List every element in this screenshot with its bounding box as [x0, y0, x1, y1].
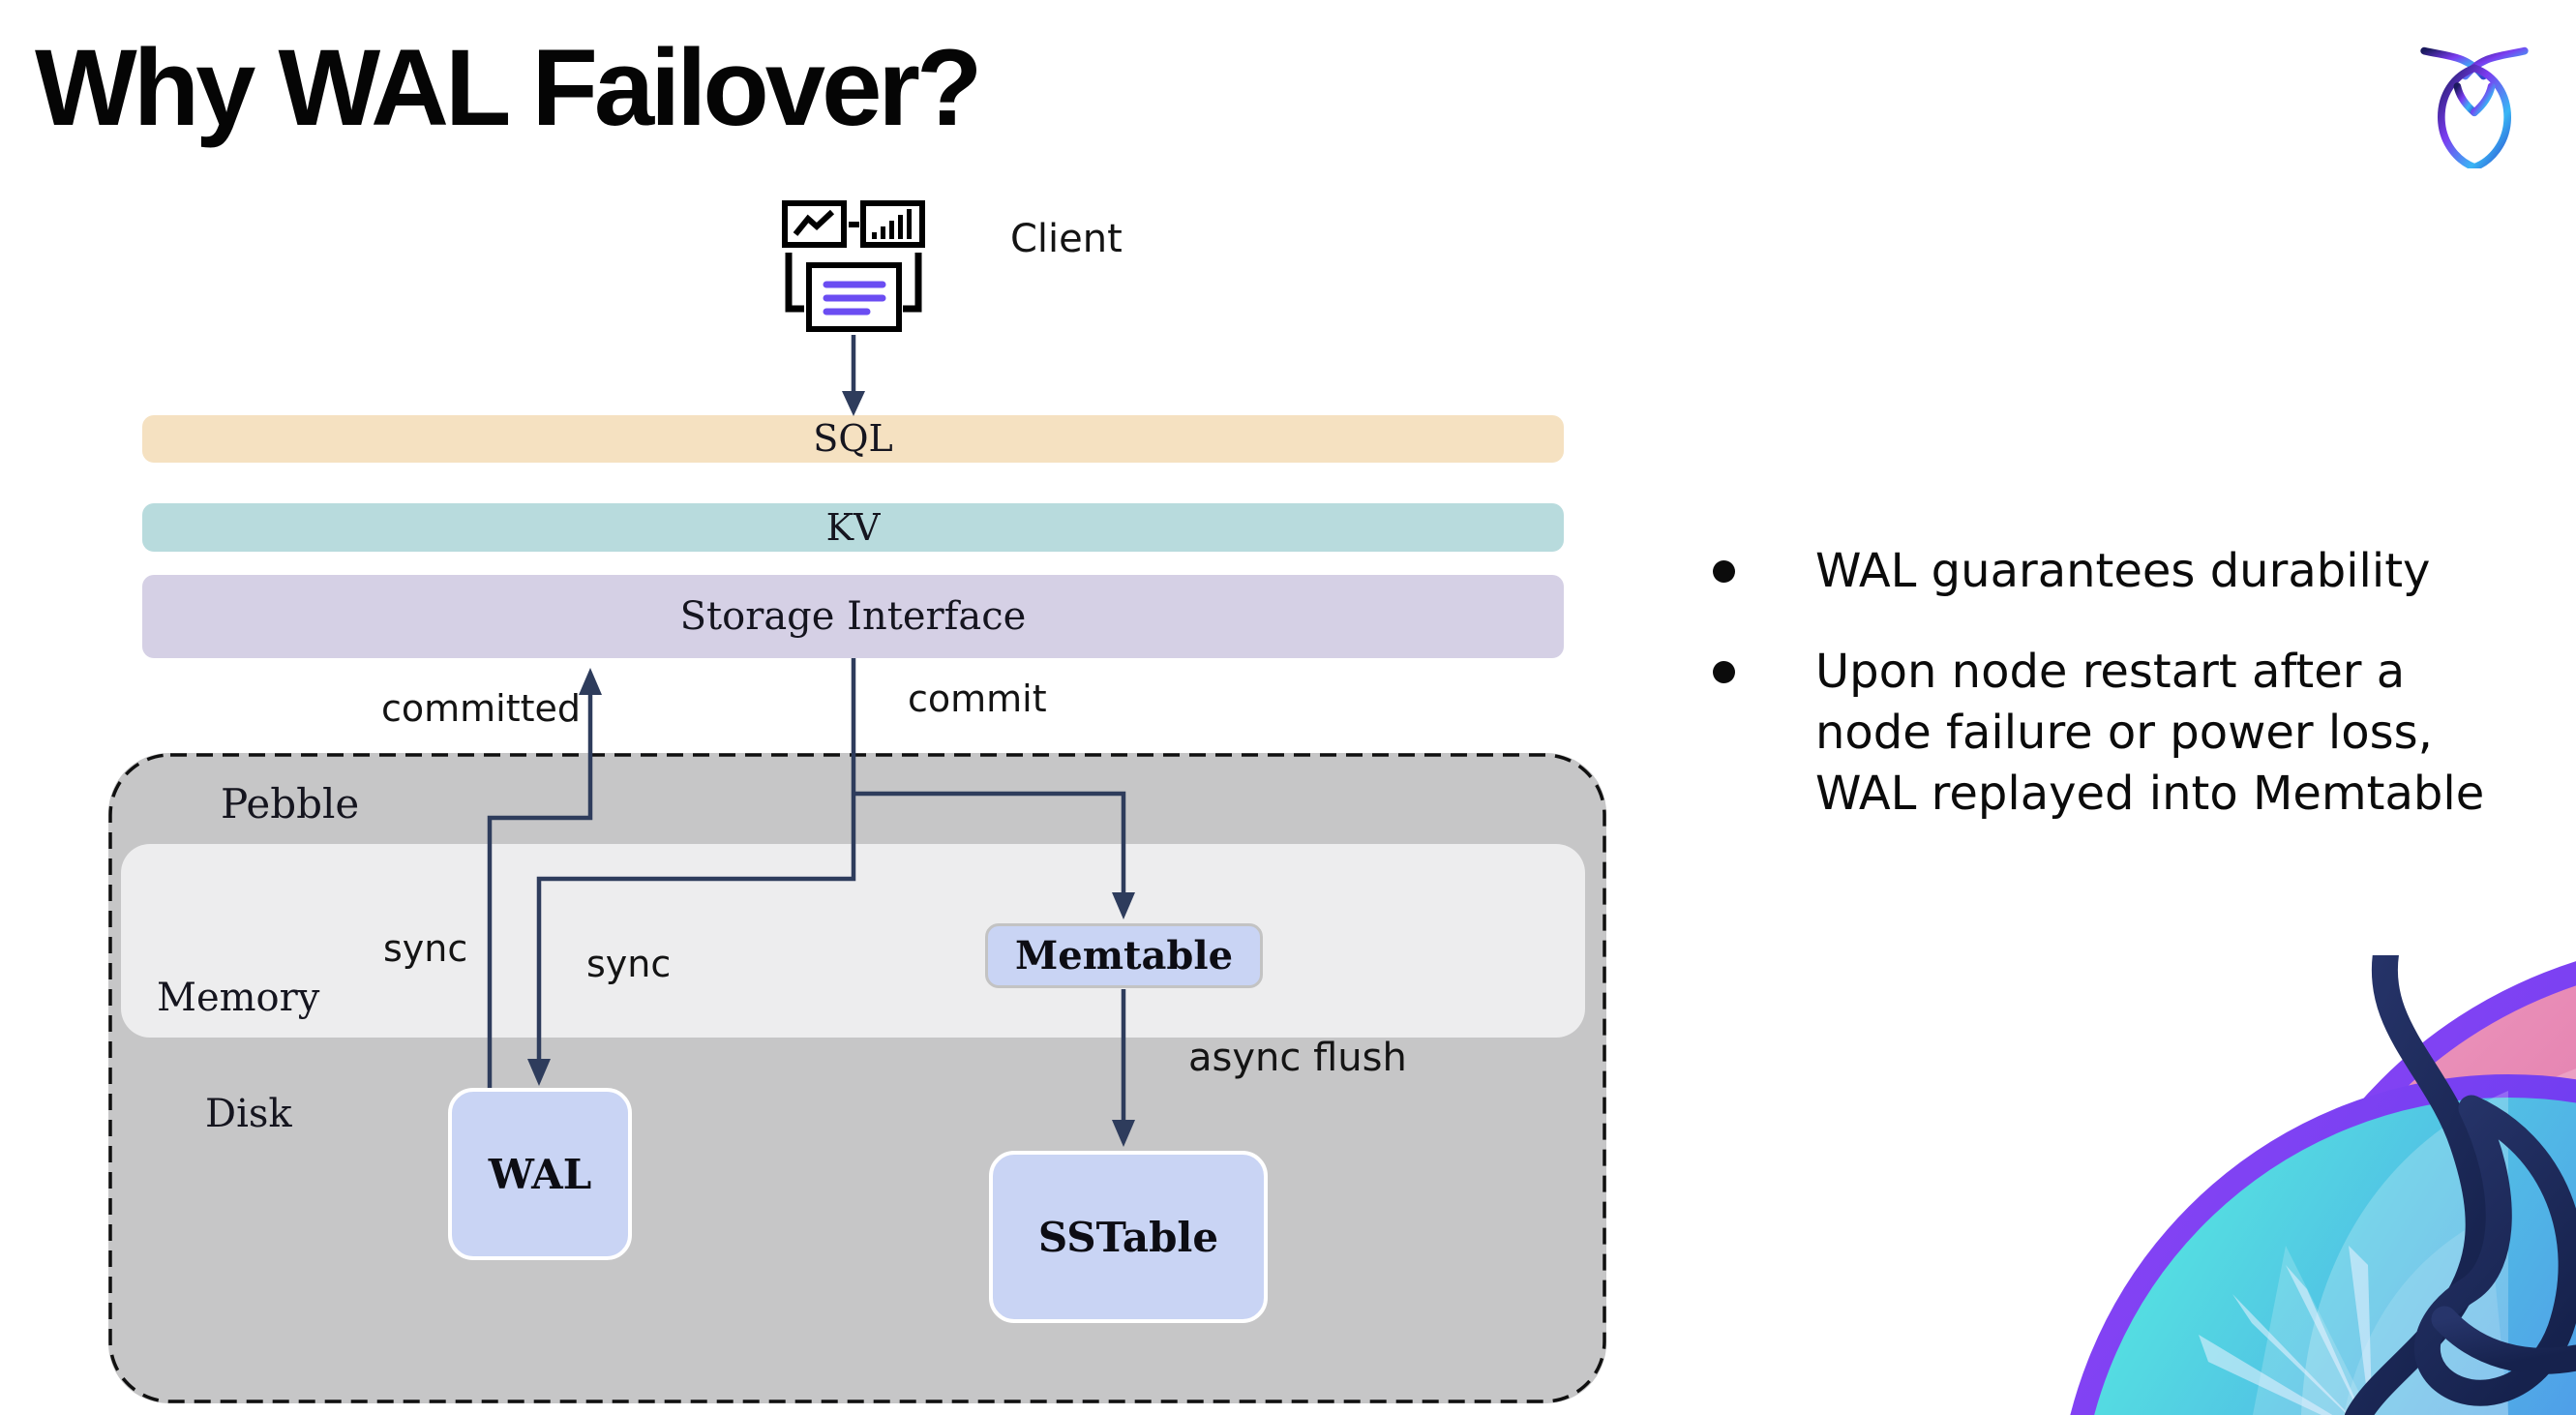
bullet-item: WAL guarantees durability	[1815, 544, 2431, 598]
cockroach-brand-artwork	[2070, 955, 2576, 1415]
wal-label: WAL	[488, 1150, 592, 1198]
memtable-node: Memtable	[985, 923, 1263, 988]
layer-label-sql: SQL	[813, 417, 893, 460]
sstable-node: SSTable	[989, 1151, 1268, 1323]
wal-node: WAL	[448, 1088, 632, 1260]
memtable-label: Memtable	[1014, 933, 1234, 978]
layer-bar-kv: KV	[142, 503, 1564, 552]
client-label: Client	[1010, 217, 1123, 261]
bullet-dot	[1713, 560, 1735, 583]
sstable-label: SSTable	[1037, 1213, 1219, 1261]
memory-band	[121, 844, 1585, 1038]
edge-label-async-flush: async flush	[1188, 1036, 1407, 1080]
client-terminals-icon	[782, 200, 925, 332]
edge-label-committed: committed	[380, 687, 581, 730]
edge-label-commit: commit	[908, 677, 1047, 720]
layer-label-kv: KV	[825, 506, 881, 549]
edge-label-sync-left: sync	[383, 927, 468, 970]
layer-bar-sql: SQL	[142, 415, 1564, 463]
bullet-item: Upon node restart after a node failure o…	[1815, 645, 2485, 821]
layer-label-storage: Storage Interface	[679, 594, 1027, 639]
pebble-label: Pebble	[221, 780, 360, 828]
disk-label: Disk	[205, 1092, 292, 1136]
page-title: Why WAL Failover?	[35, 27, 982, 148]
bullet-dot	[1713, 661, 1735, 683]
edge-label-sync-right: sync	[586, 943, 672, 985]
cockroachdb-logo-icon	[2420, 46, 2529, 168]
memory-label: Memory	[157, 976, 320, 1020]
layer-bar-storage: Storage Interface	[142, 575, 1564, 658]
